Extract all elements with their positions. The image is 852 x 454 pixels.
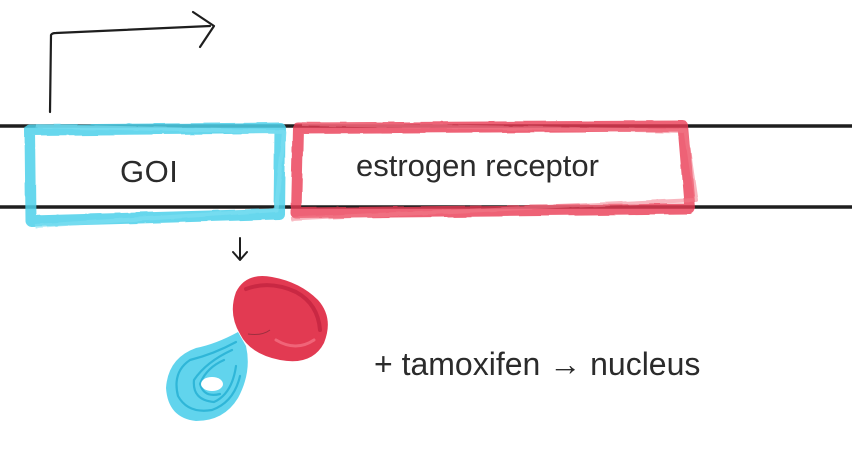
goi-box <box>24 122 286 228</box>
bent-arrow-icon <box>48 10 216 114</box>
goi-label: GOI <box>120 154 179 189</box>
estrogen-receptor-box <box>290 120 698 221</box>
down-arrow-icon <box>232 237 248 261</box>
estrogen-receptor-label: estrogen receptor <box>356 148 599 183</box>
fusion-protein-blob <box>166 276 328 421</box>
tamoxifen-nucleus-label: + tamoxifen → nucleus <box>374 346 701 382</box>
